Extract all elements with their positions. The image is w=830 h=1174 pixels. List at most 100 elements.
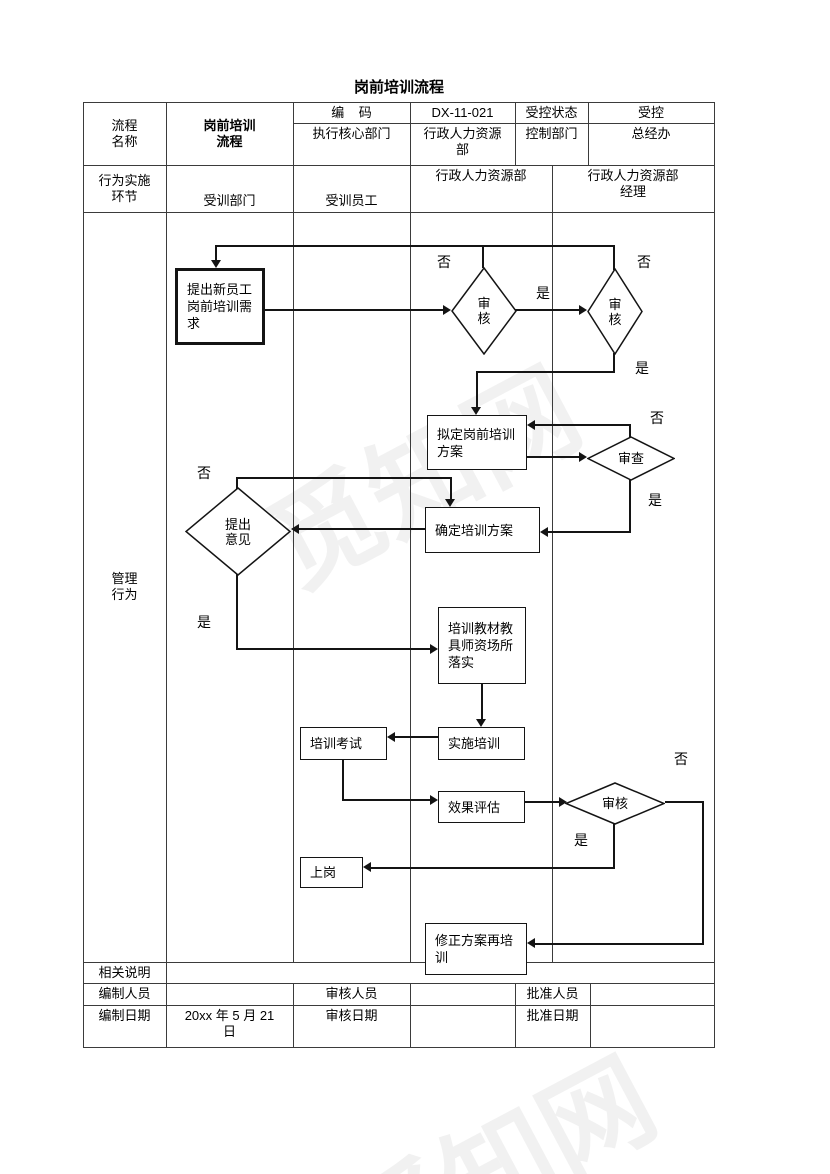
grid-line [410, 102, 411, 963]
grid-line [83, 102, 84, 1048]
flow-line [342, 799, 431, 801]
flow-line [236, 477, 238, 489]
flow-line [629, 478, 631, 533]
arrowhead-left [363, 862, 371, 872]
compiler-label: 编制人员 [98, 986, 151, 1001]
label-no: 否 [437, 254, 451, 270]
flow-line [629, 424, 631, 438]
arrowhead-left [291, 524, 299, 534]
flow-line [527, 456, 580, 458]
grid-line [714, 102, 715, 1048]
flow-line [525, 801, 560, 803]
grid-line [83, 962, 715, 963]
decision-label: 审 核 [608, 296, 622, 327]
label-no: 否 [650, 410, 664, 426]
grid-line [83, 1005, 715, 1006]
flow-line [702, 801, 704, 945]
approve-date-label: 批准日期 [526, 1008, 579, 1023]
notes-label: 相关说明 [98, 964, 151, 980]
flow-line [613, 353, 615, 373]
arrowhead-down [445, 499, 455, 507]
grid-line [83, 102, 715, 103]
node-confirm-plan: 确定培训方案 [425, 507, 540, 553]
grid-line [293, 123, 714, 124]
decision-label: 提出 意见 [224, 516, 251, 547]
decision-review-result: 审核 [565, 782, 665, 825]
flow-line [476, 371, 615, 373]
flow-line [394, 736, 438, 738]
grid-line [83, 1047, 715, 1048]
flow-line [216, 245, 615, 247]
grid-line [410, 983, 411, 1048]
compile-date-label: 编制日期 [98, 1008, 151, 1023]
control-dept-value: 总经办 [631, 126, 671, 141]
decision-review-dept: 审 核 [451, 267, 517, 355]
arrowhead-down [476, 719, 486, 727]
label-yes: 是 [536, 285, 550, 301]
flow-line [298, 528, 425, 530]
label-yes: 是 [635, 360, 649, 376]
grid-line [588, 102, 589, 166]
control-dept-label: 控制部门 [525, 126, 578, 141]
compile-date-value: 20xx 年 5 月 21 日 [184, 1008, 275, 1039]
node-training-exam: 培训考试 [300, 727, 387, 760]
lane-trainee-staff: 受训员工 [325, 193, 378, 208]
code-value: DX-11-021 [431, 104, 494, 120]
arrowhead-left [540, 527, 548, 537]
flow-line [481, 684, 483, 720]
node-onboard: 上岗 [300, 857, 363, 888]
label-yes: 是 [197, 614, 211, 630]
arrowhead-left [527, 420, 535, 430]
flow-line [534, 943, 704, 945]
watermark: 觅知网 [250, 347, 600, 612]
management-behavior-label: 管理 行为 [111, 571, 138, 602]
flow-line [236, 477, 452, 479]
label-no: 否 [637, 254, 651, 270]
controlled-state-value: 受控 [637, 104, 664, 120]
flow-line [482, 245, 484, 268]
code-label: 编 码 [331, 104, 372, 120]
flow-line [236, 574, 238, 650]
decision-label: 审核 [601, 796, 628, 811]
label-yes: 是 [574, 832, 588, 848]
grid-line [83, 983, 715, 984]
grid-line [83, 165, 715, 166]
node-effect-evaluation: 效果评估 [438, 791, 525, 823]
decision-examine: 审查 [587, 436, 675, 481]
arrowhead-left [387, 732, 395, 742]
exec-dept-value: 行政人力资源 部 [423, 126, 502, 157]
decision-label: 审 核 [477, 296, 491, 326]
arrowhead-right [579, 452, 587, 462]
flow-line [476, 371, 478, 408]
flow-line [342, 760, 344, 801]
flow-line [613, 824, 615, 869]
grid-line [515, 102, 516, 166]
lane-hr-dept: 行政人力资源部 [435, 168, 527, 183]
arrowhead-right [579, 305, 587, 315]
decision-label: 审查 [617, 451, 644, 466]
flow-line [370, 867, 615, 869]
decision-feedback: 提出 意见 [185, 487, 291, 576]
label-no: 否 [197, 465, 211, 481]
exec-dept-label: 执行核心部门 [312, 126, 391, 141]
lane-hr-manager: 行政人力资源部 经理 [587, 168, 679, 199]
arrowhead-down [211, 260, 221, 268]
flow-line [534, 424, 631, 426]
approver-label: 批准人员 [526, 986, 579, 1001]
node-revise-retrain: 修正方案再培 训 [425, 923, 527, 975]
node-draft-plan: 拟定岗前培训 方案 [427, 415, 527, 470]
flow-line [265, 309, 445, 311]
grid-line [293, 983, 294, 1048]
arrowhead-right [430, 644, 438, 654]
label-no: 否 [674, 751, 688, 767]
grid-line [515, 983, 516, 1048]
label-yes: 是 [648, 492, 662, 508]
controlled-state-label: 受控状态 [525, 104, 578, 120]
process-name-value: 岗前培训 流程 [203, 117, 256, 149]
grid-line [166, 102, 167, 1048]
process-name-label: 流程 名称 [111, 117, 138, 149]
flow-line [515, 309, 580, 311]
page-title: 岗前培训流程 [353, 79, 444, 96]
review-date-label: 审核日期 [325, 1008, 378, 1023]
